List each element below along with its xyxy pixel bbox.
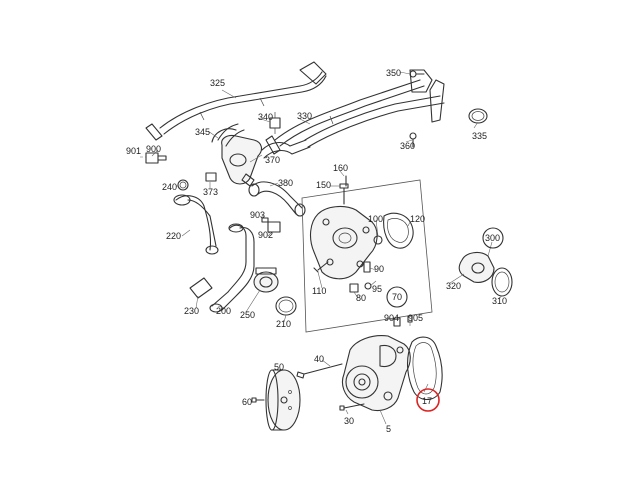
- part-label-345: 345: [195, 127, 210, 137]
- sensor-90: [363, 261, 371, 273]
- part-label-80: 80: [356, 293, 366, 303]
- coolant-pipe-325: [145, 61, 327, 141]
- water-pump-5: [341, 335, 411, 412]
- part-label-150: 150: [316, 180, 331, 190]
- coolant-pipe-360: [261, 79, 445, 159]
- part-label-40: 40: [314, 354, 324, 364]
- part-labels: 325 350 340 330 345 335 360 901 900 370 …: [126, 68, 507, 434]
- bolt-40: [296, 363, 343, 379]
- o-ring-210: [275, 296, 297, 316]
- seal-95: [364, 282, 372, 290]
- pipe-clip-340: [269, 112, 281, 134]
- part-label-110: 110: [312, 286, 326, 296]
- bolt-150: [339, 183, 349, 205]
- highlight-circle-17: [416, 388, 440, 412]
- gasket-120: [383, 212, 414, 249]
- bolt-905: [407, 315, 413, 323]
- part-label-320: 320: [446, 281, 461, 291]
- fitting-903: [261, 217, 269, 223]
- hose-345: [217, 123, 245, 147]
- callout-circle-70: [386, 286, 408, 308]
- part-label-330: 330: [297, 111, 312, 121]
- o-ring-335: [468, 108, 488, 124]
- part-label-210: 210: [276, 319, 291, 329]
- part-label-220: 220: [166, 231, 181, 241]
- part-label-360: 360: [400, 141, 415, 151]
- sensor-900: [145, 152, 167, 164]
- part-label-90: 90: [374, 264, 384, 274]
- coolant-pipe-330: [265, 69, 433, 155]
- part-label-70: 70: [392, 292, 402, 302]
- part-label-900: 900: [146, 144, 161, 154]
- housing-320: [458, 251, 495, 283]
- bolt-110: [313, 261, 329, 273]
- bolt-360: [409, 132, 417, 148]
- part-label-350: 350: [386, 68, 401, 78]
- part-label-30: 30: [344, 416, 354, 426]
- o-ring-310: [491, 267, 513, 297]
- part-label-60: 60: [242, 397, 252, 407]
- part-label-370: 370: [265, 155, 280, 165]
- part-label-373: 373: [203, 187, 218, 197]
- assembly-frame: [301, 179, 433, 333]
- bolt-60: [251, 397, 265, 403]
- part-label-903: 903: [250, 210, 265, 220]
- part-label-905: 905: [408, 313, 423, 323]
- part-label-95: 95: [372, 284, 382, 294]
- part-label-200: 200: [216, 306, 231, 316]
- part-label-230: 230: [184, 306, 199, 316]
- thermostat-housing-370: [211, 128, 263, 187]
- part-label-340: 340: [258, 112, 273, 122]
- gasket-230: [189, 277, 213, 299]
- gasket-17: [406, 336, 443, 401]
- part-label-902: 902: [258, 230, 273, 240]
- part-label-17: 17: [422, 396, 432, 406]
- part-label-120: 120: [410, 214, 425, 224]
- callout-circle-300: [482, 227, 504, 249]
- pulley-50: [265, 369, 301, 431]
- part-label-335: 335: [472, 131, 487, 141]
- part-label-310: 310: [492, 296, 507, 306]
- bolt-350: [409, 70, 425, 78]
- pipe-200: [209, 223, 255, 313]
- part-label-5: 5: [386, 424, 391, 434]
- part-label-250: 250: [240, 310, 255, 320]
- part-label-300: 300: [485, 233, 500, 243]
- housing-160: [309, 205, 378, 280]
- leader-lines: [140, 71, 503, 425]
- hose-380: [248, 181, 306, 217]
- fitting-902: [267, 221, 281, 233]
- bolt-904: [393, 317, 401, 327]
- sensor-373: [205, 172, 217, 182]
- part-label-50: 50: [274, 362, 284, 372]
- part-label-160: 160: [333, 163, 348, 173]
- clamp-240: [177, 179, 189, 191]
- part-label-380: 380: [278, 178, 293, 188]
- part-label-904: 904: [384, 313, 399, 323]
- bolt-30: [339, 403, 365, 411]
- pipe-220: [173, 194, 219, 255]
- part-label-901: 901: [126, 146, 141, 156]
- sensor-80: [349, 283, 359, 293]
- part-label-100: 100: [368, 214, 383, 224]
- flange-250: [253, 267, 279, 293]
- part-label-240: 240: [162, 182, 177, 192]
- part-label-325: 325: [210, 78, 225, 88]
